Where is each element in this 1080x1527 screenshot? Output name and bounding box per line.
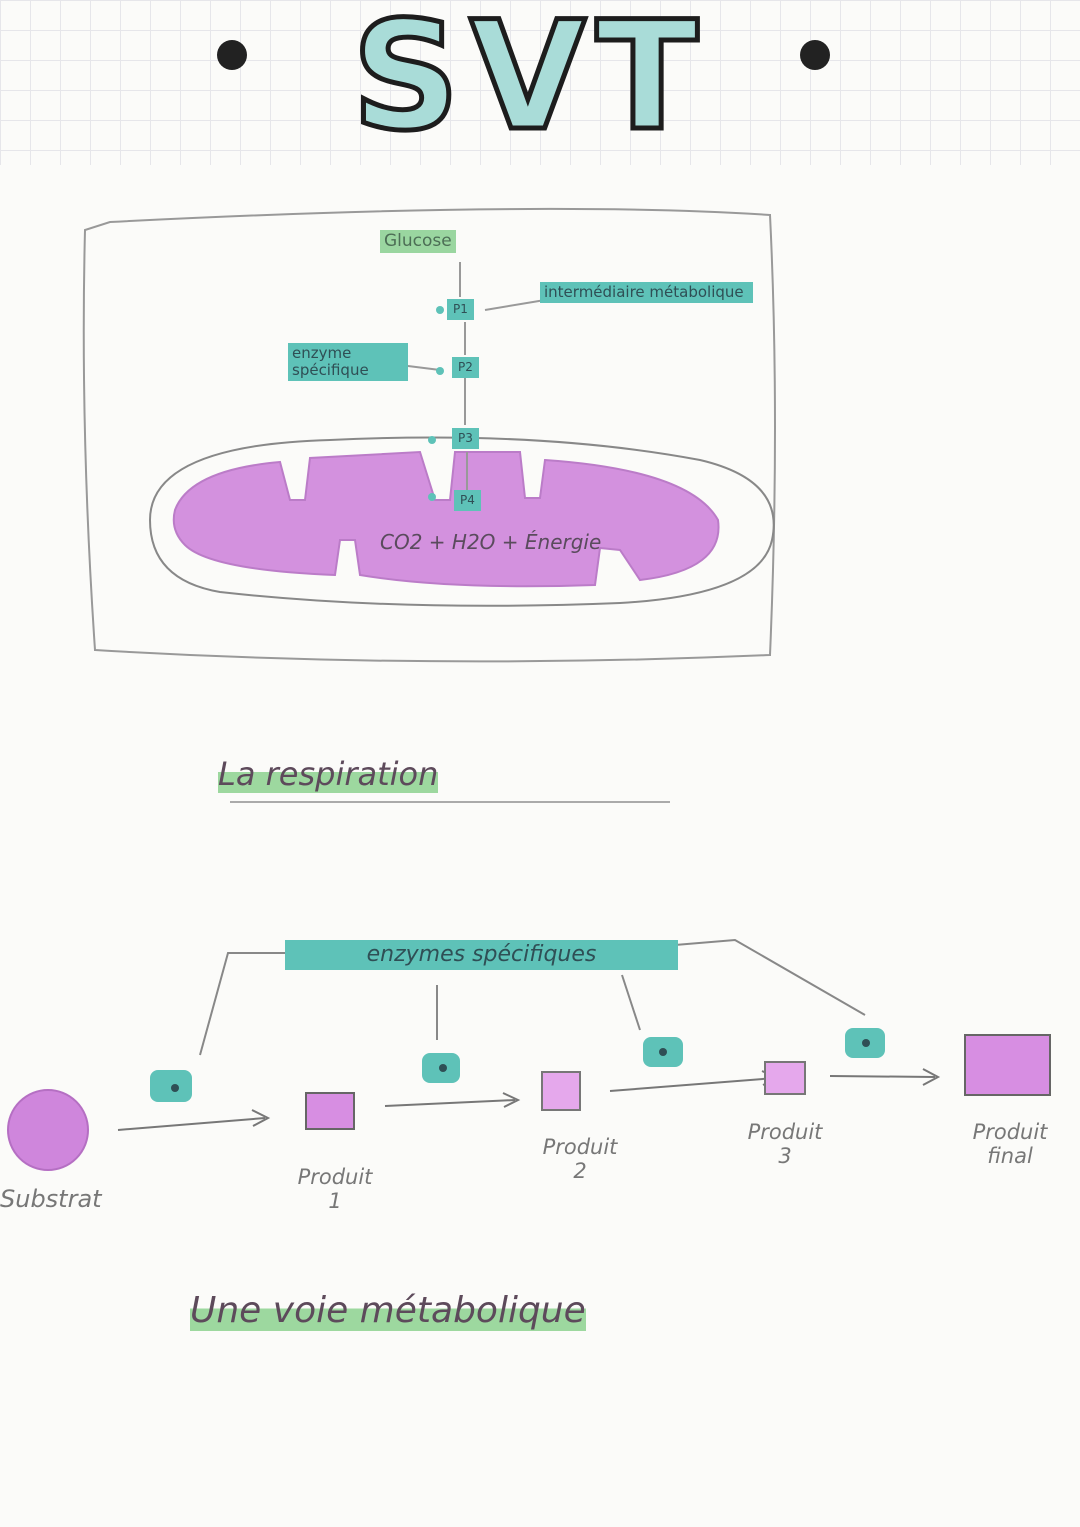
step-p1: P1 bbox=[447, 299, 474, 320]
product-1-name: Produit bbox=[275, 1165, 395, 1189]
final-product-label: Produit final bbox=[950, 1120, 1070, 1168]
product-2-label: Produit 2 bbox=[520, 1135, 640, 1183]
product-2-square bbox=[542, 1072, 580, 1110]
substrate-circle bbox=[8, 1090, 88, 1170]
product-1-label: Produit 1 bbox=[275, 1165, 395, 1213]
specific-enzyme-label: enzyme spécifique bbox=[288, 343, 408, 381]
product-1-square bbox=[306, 1093, 354, 1129]
specific-enzymes-label: enzymes spécifiques bbox=[285, 940, 678, 970]
respiration-caption: La respiration bbox=[218, 755, 438, 793]
mitochondrion-matrix bbox=[174, 452, 719, 586]
final-product-square bbox=[965, 1035, 1050, 1095]
enzyme-1 bbox=[150, 1070, 192, 1102]
product-2-name: Produit bbox=[520, 1135, 640, 1159]
glucose-label: Glucose bbox=[380, 230, 456, 253]
step-p3: P3 bbox=[452, 428, 479, 449]
pathway-caption: Une voie métabolique bbox=[190, 1290, 586, 1331]
final-product-name: Produit bbox=[950, 1120, 1070, 1144]
respiration-products: CO2 + H2O + Énergie bbox=[380, 530, 601, 554]
step-p4: P4 bbox=[454, 490, 481, 511]
step-p2: P2 bbox=[452, 357, 479, 378]
product-3-number: 3 bbox=[725, 1144, 845, 1168]
cell-outline bbox=[84, 209, 775, 662]
substrate-label: Substrat bbox=[0, 1185, 150, 1213]
pathway-caption-text: Une voie métabolique bbox=[190, 1290, 586, 1331]
product-1-number: 1 bbox=[275, 1189, 395, 1213]
final-product-number: final bbox=[950, 1144, 1070, 1168]
respiration-caption-text: La respiration bbox=[218, 755, 438, 793]
product-3-label: Produit 3 bbox=[725, 1120, 845, 1168]
product-3-name: Produit bbox=[725, 1120, 845, 1144]
intermediate-metabolite-label: intermédiaire métabolique bbox=[540, 282, 753, 303]
product-2-number: 2 bbox=[520, 1159, 640, 1183]
product-3-square bbox=[765, 1062, 805, 1094]
